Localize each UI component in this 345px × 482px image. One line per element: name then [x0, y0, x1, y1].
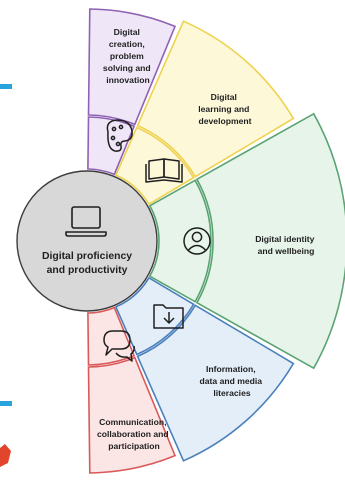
segment-communication-outer — [87, 356, 177, 474]
segment-creation-inner — [87, 116, 136, 176]
segment-learning[interactable] — [114, 20, 295, 206]
left-accent-bar-top — [0, 84, 12, 89]
segment-creation-outer — [87, 8, 177, 126]
segment-identity-inner — [148, 179, 212, 303]
communication-label: Communication, collaboration and partici… — [97, 417, 171, 451]
speech-bubbles-icon — [103, 330, 135, 362]
palette-icon — [106, 119, 133, 152]
svg-text:Digital proficiency: Digital proficiency — [42, 251, 132, 262]
corner-badge-icon — [0, 444, 11, 467]
book-icon — [145, 158, 183, 183]
left-accent-bar-bottom — [0, 401, 12, 406]
hub-circle — [16, 170, 158, 312]
hub-digital-proficiency[interactable]: Digital proficiency and productivity — [16, 170, 158, 312]
hub-label-line-1: Digital proficiency — [42, 251, 132, 262]
information-label: Information, data and media literacies — [200, 364, 265, 398]
segment-communication[interactable] — [87, 306, 177, 474]
segment-learning-inner — [114, 126, 195, 206]
hub-label-line-2: and productivity — [47, 265, 128, 276]
segment-identity-outer — [195, 112, 345, 370]
segment-creation[interactable] — [87, 8, 177, 176]
segment-learning-outer — [136, 20, 295, 178]
folder-download-icon — [153, 304, 184, 329]
person-icon — [183, 227, 211, 255]
creation-label: Digital creation, problem solving and in… — [103, 27, 153, 85]
learning-label: Digital learning and development — [198, 92, 251, 126]
laptop-icon — [65, 206, 107, 237]
segment-identity[interactable] — [148, 112, 345, 370]
svg-text:and productivity: and productivity — [47, 265, 128, 276]
segment-communication-inner — [87, 306, 136, 366]
segment-information[interactable] — [114, 276, 295, 462]
identity-label: Digital identity and wellbeing — [255, 234, 317, 256]
